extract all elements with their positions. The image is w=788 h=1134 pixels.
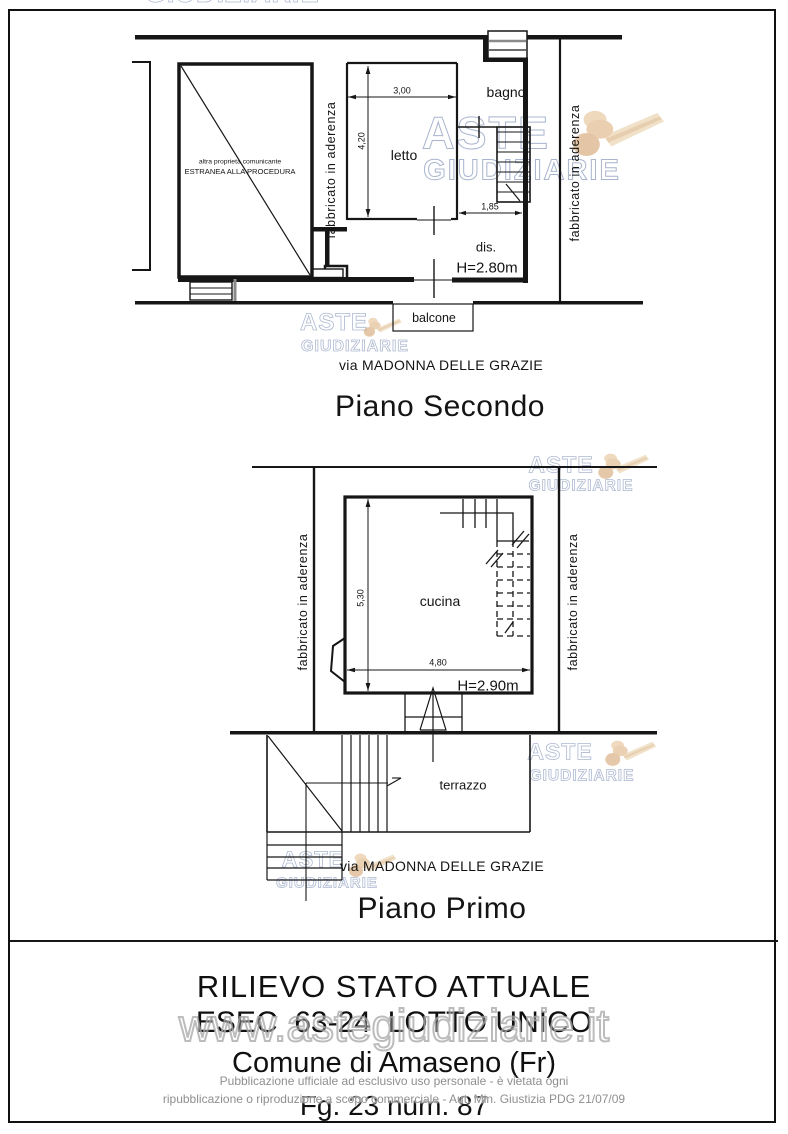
- website-watermark: www.astegiudiziarie.it: [178, 999, 610, 1052]
- title-block-line4: Fg. 23 num. 87: [299, 1090, 489, 1121]
- title-block-line3: Comune di Amaseno (Fr): [232, 1047, 556, 1079]
- gavel-icon: [601, 738, 661, 773]
- piano-secondo-drawing: [132, 30, 643, 332]
- street-label: via MADONNA DELLE GRAZIE: [339, 858, 545, 874]
- brand-watermark-giudiziarie: GIUDIZIARIE: [528, 477, 634, 495]
- room-label-dis: dis.: [475, 239, 497, 255]
- dim-bagno-width: 1,85: [481, 201, 499, 212]
- gavel-icon: [346, 851, 400, 884]
- title-block-line1: RILIEVO STATO ATTUALE: [196, 969, 592, 1004]
- ceiling-height-note: H=2.80m: [456, 259, 518, 277]
- room-label-bagno: bagno: [486, 84, 526, 100]
- brand-watermark-aste: ASTE: [527, 738, 593, 765]
- disclaimer-line1: Pubblicazione ufficiale ad esclusivo uso…: [219, 1074, 569, 1088]
- floor-title-piano-primo: Piano Primo: [357, 892, 527, 925]
- dim-letto-width: 3,00: [393, 85, 411, 96]
- brand-watermark-giudiziarie: GIUDIZIARIE: [276, 874, 378, 892]
- adjacent-property-note-line1: altra proprietà comunicante: [198, 158, 282, 166]
- room-label-balcone: balcone: [412, 310, 456, 325]
- gavel-icon: [363, 311, 403, 348]
- brand-watermark-giudiziarie: GIUDIZIARIE: [423, 154, 621, 187]
- ceiling-height-note: H=2.90m: [457, 677, 519, 695]
- title-block-line2: ESEC 63-24 LOTTO UNICO: [195, 1006, 593, 1039]
- room-label-terrazzo: terrazzo: [439, 777, 487, 793]
- piano-primo-drawing: [230, 466, 657, 901]
- floor-title-piano-secondo: Piano Secondo: [335, 390, 545, 423]
- brand-watermark-aste: ASTE: [528, 451, 594, 478]
- gavel-icon: [571, 106, 667, 165]
- brand-watermark-text: GIUDIZIARIE: [145, 0, 335, 7]
- top-clipped-watermark: GIUDIZIARIE: [145, 0, 335, 9]
- adjacent-property-note-line2: ESTRANEA ALLA PROCEDURA: [184, 167, 296, 177]
- brand-watermark-aste: ASTE: [299, 309, 369, 336]
- disclaimer-line2: ripubblicazione o riproduzione a scopo c…: [162, 1092, 626, 1106]
- street-label: via MADONNA DELLE GRAZIE: [338, 357, 544, 373]
- room-label-cucina: cucina: [419, 593, 461, 609]
- brand-watermark-aste: ASTE: [281, 847, 345, 872]
- dim-cucina-width: 4,80: [429, 657, 447, 668]
- room-label-letto: letto: [390, 147, 418, 163]
- brand-watermark-giudiziarie: GIUDIZIARIE: [301, 338, 409, 355]
- brand-watermark-giudiziarie: GIUDIZIARIE: [529, 767, 635, 785]
- page-border: [8, 9, 776, 1123]
